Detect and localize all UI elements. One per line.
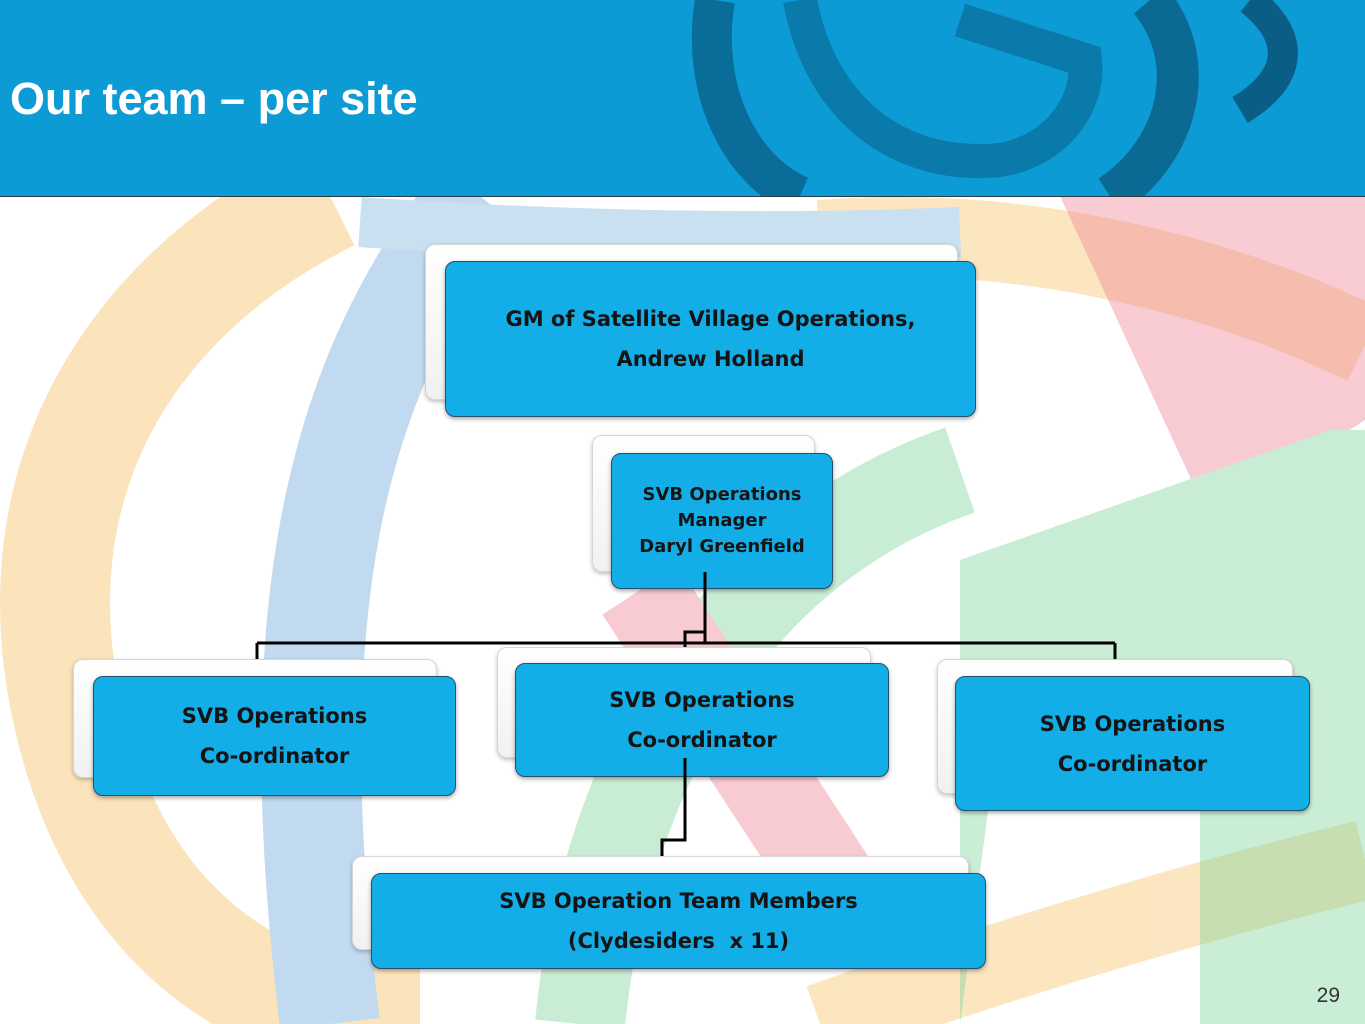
node-coordinator-middle: SVB Operations Co-ordinator xyxy=(515,663,889,777)
node-coordinator-middle-line-2: Co-ordinator xyxy=(627,728,777,752)
title-banner: Our team – per site xyxy=(0,0,1365,197)
games-logo-swirl-icon xyxy=(691,0,1298,196)
node-team-line-2: (Clydesiders x 11) xyxy=(567,929,790,953)
node-manager-person: Daryl Greenfield xyxy=(639,536,805,557)
node-gm: GM of Satellite Village Operations, Andr… xyxy=(445,261,976,417)
node-coordinator-right-line-1: SVB Operations xyxy=(1039,711,1226,736)
node-coordinator-right: SVB Operations Co-ordinator xyxy=(955,676,1310,811)
node-team-line-1: SVB Operation Team Members xyxy=(499,889,858,913)
node-gm-person: Andrew Holland xyxy=(616,347,805,371)
node-manager-line-1: SVB Operations xyxy=(642,484,802,505)
node-coordinator-left-line-2: Co-ordinator xyxy=(199,744,350,768)
node-gm-role: GM of Satellite Village Operations, xyxy=(505,307,916,331)
node-team: SVB Operation Team Members (Clydesiders … xyxy=(371,873,986,969)
node-coordinator-right-line-2: Co-ordinator xyxy=(1057,751,1208,776)
node-coordinator-left: SVB Operations Co-ordinator xyxy=(93,676,456,796)
node-manager: SVB Operations Manager Daryl Greenfield xyxy=(611,453,833,589)
node-coordinator-left-line-1: SVB Operations xyxy=(181,704,368,728)
page-number: 29 xyxy=(1316,984,1340,1007)
page-title: Our team – per site xyxy=(10,73,418,124)
node-manager-line-2: Manager xyxy=(677,510,767,531)
node-coordinator-middle-line-1: SVB Operations xyxy=(609,688,795,712)
